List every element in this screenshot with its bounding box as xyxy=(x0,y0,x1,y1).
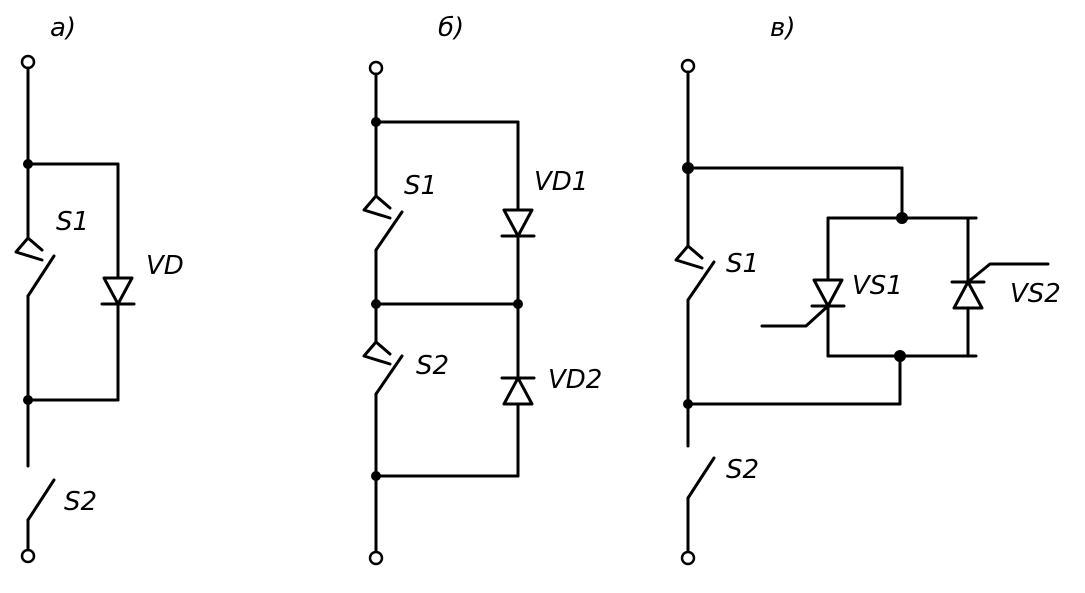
panel-a-s2-label: S2 xyxy=(64,487,97,517)
panel-c-vs1-label: VS1 xyxy=(852,271,903,301)
panel-b: б) S1 VD1 S2 VD2 xyxy=(362,13,602,566)
panel-c-vs1-triangle xyxy=(812,278,844,308)
panel-c-bottom-terminal xyxy=(680,550,696,566)
panel-b-vd1-label: VD1 xyxy=(534,167,588,197)
panel-c-vs1-gate xyxy=(760,304,830,328)
panel-c-label: в) xyxy=(770,13,795,43)
panel-b-vd1-triangle xyxy=(502,208,534,238)
panel-b-s1-label: S1 xyxy=(404,171,437,201)
panel-b-s2-marker xyxy=(362,340,392,366)
panel-c: в) S1 VS1 VS2 xyxy=(674,13,1061,566)
panel-b-s2-label: S2 xyxy=(416,351,449,381)
panel-a-s2-blade xyxy=(26,478,56,522)
panel-a-label: a) xyxy=(50,13,76,43)
panel-a-s1-marker xyxy=(14,236,44,262)
panel-a-s1-blade xyxy=(26,254,56,298)
panel-c-vs2-label: VS2 xyxy=(1010,279,1061,309)
panel-b-s2-blade xyxy=(374,354,404,396)
panel-c-s1-label: S1 xyxy=(726,249,759,279)
panel-c-s2-blade xyxy=(686,456,716,500)
panel-a-diode-label: VD xyxy=(146,251,184,281)
panel-a-bottom-terminal xyxy=(20,548,36,564)
panel-c-s1-blade xyxy=(686,260,716,302)
panel-a-top-terminal xyxy=(20,54,36,70)
panel-b-vd2-label: VD2 xyxy=(548,365,602,395)
panel-a: a) S1 VD S2 xyxy=(14,13,184,564)
panel-b-top-terminal xyxy=(368,60,384,76)
panel-c-s1-marker xyxy=(674,244,704,270)
panel-b-s1-blade xyxy=(374,210,404,252)
panel-c-top-terminal xyxy=(680,58,696,74)
panel-b-vd2-triangle xyxy=(502,376,534,406)
panel-b-s1-marker xyxy=(362,194,392,220)
panel-c-s2-label: S2 xyxy=(726,455,759,485)
panel-c-vs2-gate xyxy=(966,262,1050,284)
panel-b-label: б) xyxy=(438,13,464,43)
panel-c-vs2-triangle xyxy=(952,280,984,310)
panel-a-diode-triangle xyxy=(102,276,134,306)
panel-a-s1-label: S1 xyxy=(56,207,89,237)
panel-b-bottom-terminal xyxy=(368,550,384,566)
